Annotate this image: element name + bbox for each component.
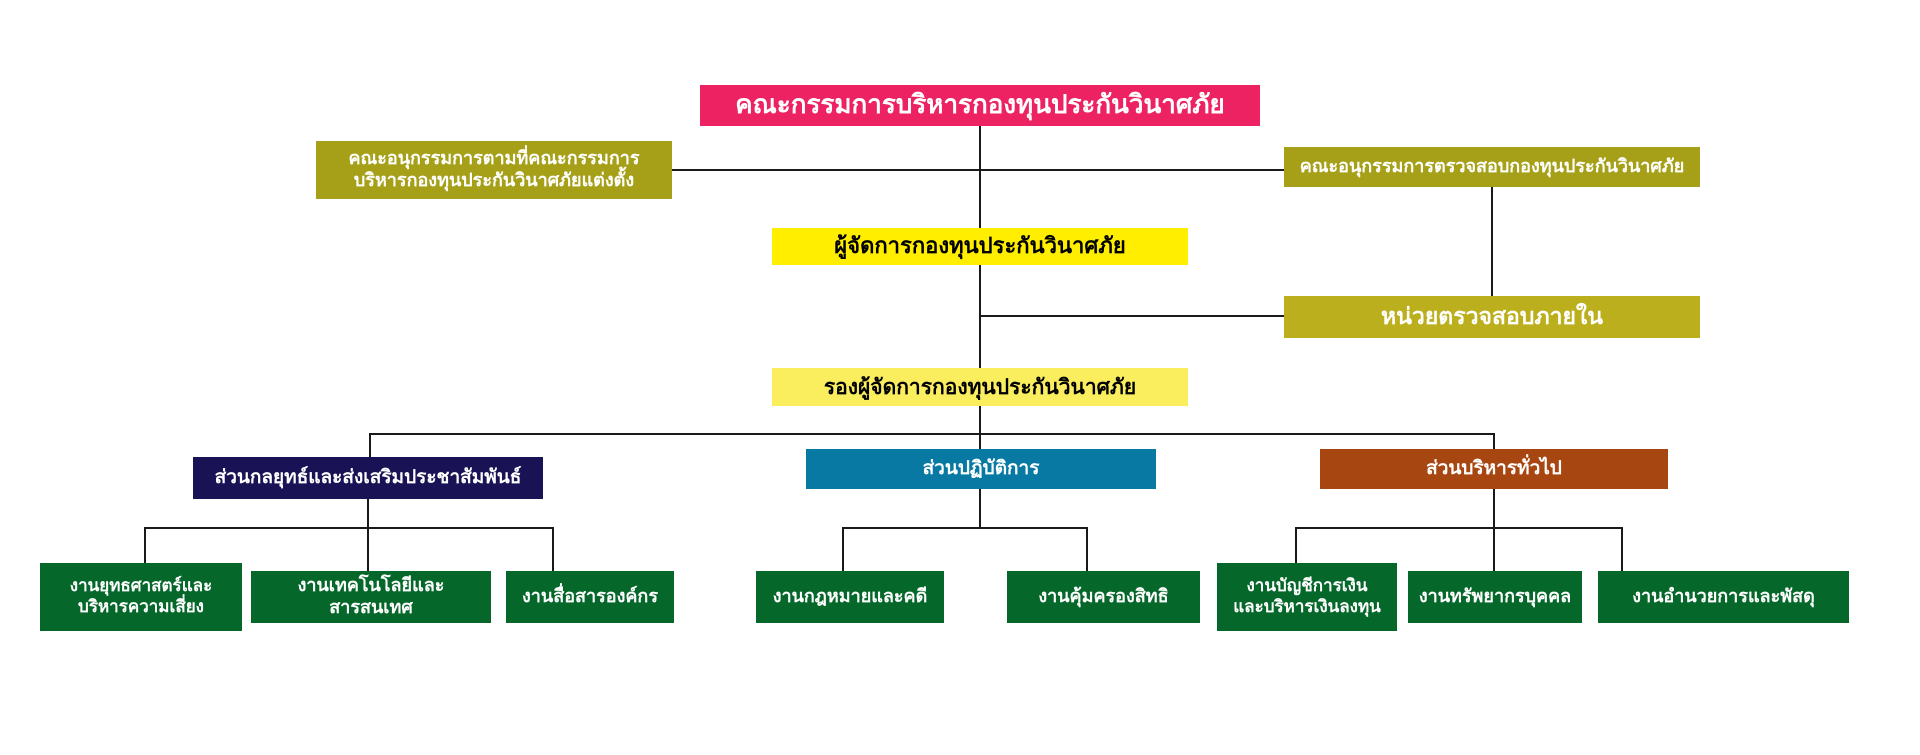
node-unit-technology-information: งานเทคโนโลยีและสารสนเทศ bbox=[251, 571, 491, 623]
node-label-line1: คณะอนุกรรมการตามที่คณะกรรมการ bbox=[348, 147, 640, 169]
node-unit-rights-protection: งานคุ้มครองสิทธิ bbox=[1007, 571, 1200, 623]
connector-drop-unit-procurement bbox=[1621, 527, 1623, 571]
connector-strategy-bus bbox=[144, 527, 554, 529]
connector-operations-stem bbox=[979, 489, 981, 527]
connector-drop-admin bbox=[1493, 433, 1495, 449]
connector-drop-unit-rights bbox=[1086, 527, 1088, 571]
node-label: คณะกรรมการบริหารกองทุนประกันวินาศภัย bbox=[735, 90, 1225, 121]
node-label: ส่วนปฏิบัติการ bbox=[922, 457, 1040, 480]
node-section-general-admin: ส่วนบริหารทั่วไป bbox=[1320, 449, 1668, 489]
node-label: ส่วนกลยุทธ์และส่งเสริมประชาสัมพันธ์ bbox=[214, 466, 522, 489]
node-unit-legal-litigation: งานกฎหมายและคดี bbox=[756, 571, 944, 623]
connector-admin-stem bbox=[1493, 489, 1495, 527]
node-unit-corporate-communications: งานสื่อสารองค์กร bbox=[506, 571, 674, 623]
node-label-line2: บริหารกองทุนประกันวินาศภัยแต่งตั้ง bbox=[353, 170, 635, 191]
connector-drop-unit-it bbox=[367, 527, 369, 571]
node-label: งานกฎหมายและคดี bbox=[772, 585, 928, 607]
node-unit-human-resources: งานทรัพยากรบุคคล bbox=[1408, 571, 1582, 623]
node-section-operations: ส่วนปฏิบัติการ bbox=[806, 449, 1156, 489]
node-label: งานอำนวยการและพัสดุ bbox=[1632, 585, 1815, 607]
node-label: หน่วยตรวจสอบภายใน bbox=[1381, 303, 1603, 330]
connector-auditsub-internalaudit bbox=[1491, 187, 1493, 296]
node-label: ผู้จัดการกองทุนประกันวินาศภัย bbox=[834, 233, 1126, 259]
connector-drop-unit-legal bbox=[842, 527, 844, 571]
node-label-line1: งานบัญชีการเงิน bbox=[1246, 575, 1368, 596]
node-board-of-directors: คณะกรรมการบริหารกองทุนประกันวินาศภัย bbox=[700, 85, 1260, 126]
node-label-line2: และบริหารเงินลงทุน bbox=[1233, 597, 1381, 617]
node-audit-subcommittee: คณะอนุกรรมการตรวจสอบกองทุนประกันวินาศภัย bbox=[1284, 147, 1700, 187]
connector-spine-internalaudit bbox=[979, 315, 1284, 317]
node-label-line2: บริหารความเสี่ยง bbox=[78, 597, 204, 617]
node-label: ส่วนบริหารทั่วไป bbox=[1426, 457, 1562, 480]
connector-drop-unit-strategy bbox=[144, 527, 146, 563]
node-section-strategy-pr: ส่วนกลยุทธ์และส่งเสริมประชาสัมพันธ์ bbox=[193, 457, 543, 499]
connector-board-manager bbox=[979, 126, 981, 228]
node-label: งานสื่อสารองค์กร bbox=[522, 585, 658, 607]
connector-drop-unit-hr bbox=[1493, 527, 1495, 571]
node-label: งานทรัพยากรบุคคล bbox=[1418, 585, 1572, 607]
node-label-line1: งานยุทธศาสตร์และ bbox=[69, 575, 213, 596]
node-label: รองผู้จัดการกองทุนประกันวินาศภัย bbox=[823, 374, 1137, 399]
node-unit-finance-investment: งานบัญชีการเงิน และบริหารเงินลงทุน bbox=[1217, 563, 1397, 631]
connector-deputy-sections bbox=[979, 406, 981, 449]
connector-drop-unit-comms bbox=[552, 527, 554, 571]
node-label: งานเทคโนโลยีและสารสนเทศ bbox=[297, 574, 445, 619]
node-unit-administration-procurement: งานอำนวยการและพัสดุ bbox=[1598, 571, 1849, 623]
connector-drop-unit-finance bbox=[1295, 527, 1297, 563]
node-fund-manager: ผู้จัดการกองทุนประกันวินาศภัย bbox=[772, 228, 1188, 265]
node-deputy-fund-manager: รองผู้จัดการกองทุนประกันวินาศภัย bbox=[772, 368, 1188, 406]
connector-operations-bus bbox=[842, 527, 1088, 529]
connector-sections-bus bbox=[369, 433, 1494, 435]
connector-subcommittees bbox=[672, 169, 1284, 171]
connector-drop-strategy bbox=[369, 433, 371, 457]
node-appointed-subcommittee: คณะอนุกรรมการตามที่คณะกรรมการ บริหารกองท… bbox=[316, 141, 672, 199]
node-label: งานคุ้มครองสิทธิ bbox=[1038, 585, 1169, 607]
node-unit-strategy-risk: งานยุทธศาสตร์และ บริหารความเสี่ยง bbox=[40, 563, 242, 631]
connector-strategy-stem bbox=[367, 499, 369, 527]
node-label: คณะอนุกรรมการตรวจสอบกองทุนประกันวินาศภัย bbox=[1299, 155, 1685, 177]
connector-admin-bus bbox=[1295, 527, 1623, 529]
node-internal-audit-unit: หน่วยตรวจสอบภายใน bbox=[1284, 296, 1700, 338]
